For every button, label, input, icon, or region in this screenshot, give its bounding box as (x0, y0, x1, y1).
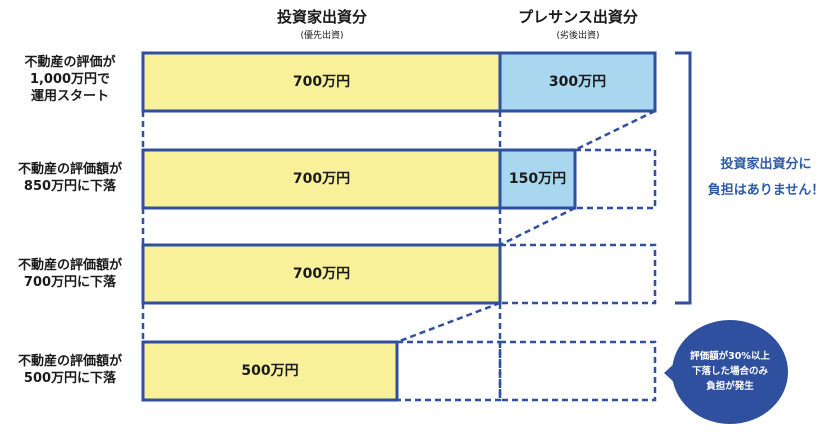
row3-investor-bar (141, 243, 502, 305)
row1-investor-amount: 700万円 (292, 74, 351, 90)
investor-header-subtitle: (優先出資) (300, 31, 344, 41)
row1-presales-amount: 300万円 (548, 74, 607, 90)
speech-bubble (664, 320, 788, 424)
dashed-guide-line (574, 109, 656, 152)
row2-presales-bar (498, 148, 577, 210)
row1-label: 不動産の評価が 1,000万円で 運用スタート (24, 55, 116, 104)
row2-label: 不動産の評価額が 850万円に下落 (17, 162, 122, 194)
investor-header-title: 投資家出資分 (276, 8, 367, 26)
presales-header-title: プレサンス出資分 (518, 8, 638, 26)
row1-presales-bar (498, 51, 657, 113)
row2-investor-amount: 700万円 (292, 171, 351, 187)
row3-investor-amount: 700万円 (292, 266, 351, 282)
row4-investor-amount: 500万円 (241, 363, 299, 379)
dashed-guides (141, 109, 656, 344)
row2-presales-amount: 150万円 (508, 171, 567, 187)
dashed-guide-line (396, 301, 501, 344)
range-bracket (675, 51, 692, 305)
row4-empty-slot-2 (498, 340, 657, 402)
no-burden-note: 投資家出資分に 負担はありません！ (707, 157, 825, 198)
row1-investor-bar (141, 51, 502, 113)
bubble-text: 評価額が30%以上 下落した場合のみ 負担が発生 (690, 351, 770, 392)
presales-header-subtitle: (劣後出資) (556, 31, 600, 41)
dashed-guide-line (499, 206, 576, 247)
row3-label: 不動産の評価額が 700万円に下落 (17, 258, 122, 290)
row2-empty-slot (573, 148, 657, 210)
row4-empty-slot-1 (395, 340, 502, 402)
presales-header: プレサンス出資分 (劣後出資) (498, 6, 658, 41)
row3-empty-slot (498, 243, 657, 305)
investor-header: 投資家出資分 (優先出資) (248, 6, 396, 41)
row4-label: 不動産の評価額が 500万円に下落 (17, 354, 122, 386)
